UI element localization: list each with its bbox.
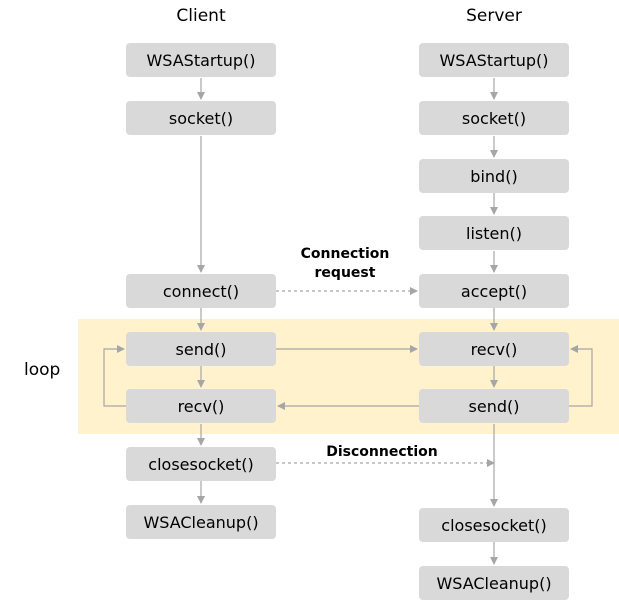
server-column-title: Server xyxy=(466,6,522,26)
client-wsastartup-box: WSAStartup() xyxy=(126,43,276,77)
client-column-title: Client xyxy=(176,6,226,26)
connection-request-label-line1: Connection xyxy=(300,246,390,262)
connection-request-label-line2: request xyxy=(314,265,376,281)
client-recv-box: recv() xyxy=(126,389,276,423)
client-closesocket-box: closesocket() xyxy=(126,447,276,481)
server-accept-box: accept() xyxy=(419,274,569,308)
server-closesocket-box: closesocket() xyxy=(419,508,569,542)
server-send-box: send() xyxy=(419,389,569,423)
server-wsastartup-box: WSAStartup() xyxy=(419,43,569,77)
server-socket-box: socket() xyxy=(419,101,569,135)
arrow-client-loop-back xyxy=(103,345,126,407)
client-connect-box: connect() xyxy=(126,274,276,308)
client-socket-box: socket() xyxy=(126,101,276,135)
connection-request-label: Connection request xyxy=(290,245,400,283)
server-listen-box: listen() xyxy=(419,216,569,250)
server-bind-box: bind() xyxy=(419,159,569,193)
disconnection-label: Disconnection xyxy=(326,444,438,460)
client-wsacleanup-box: WSACleanup() xyxy=(126,505,276,539)
server-recv-box: recv() xyxy=(419,332,569,366)
client-send-box: send() xyxy=(126,332,276,366)
arrow-server-loop-back xyxy=(569,345,593,407)
loop-label: loop xyxy=(24,360,61,380)
server-wsacleanup-box: WSACleanup() xyxy=(419,566,569,600)
